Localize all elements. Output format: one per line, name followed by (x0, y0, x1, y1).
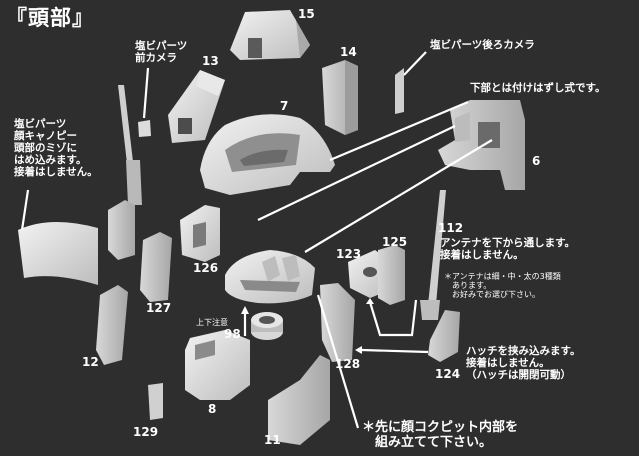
label-part-7: 7 (280, 99, 289, 113)
note-cockpit: ＊先に顔コクピット内部を 組み立てて下さい。 (362, 420, 519, 450)
part-6 (438, 100, 525, 190)
note-hatch: ハッチを挟み込みます。 接着はしません。 （ハッチは開閉可動） (466, 345, 581, 382)
label-part-8: 8 (208, 402, 217, 416)
note-rear-camera: 塩ビパーツ後ろカメラ (430, 39, 535, 51)
part-112-base (420, 300, 440, 320)
part-129 (148, 383, 163, 420)
leader-lines (20, 51, 493, 429)
label-part-15: 15 (298, 7, 315, 21)
label-part-6: 6 (532, 154, 541, 168)
part-127 (140, 232, 172, 302)
label-part-125: 125 (382, 235, 408, 249)
page-title: 『頭部』 (6, 6, 94, 30)
note-front-camera: 塩ビパーツ 前カメラ (135, 40, 188, 65)
label-part-13: 13 (202, 54, 219, 68)
part-11 (268, 355, 330, 445)
rear-camera-part (395, 68, 404, 114)
arrow-heads (241, 298, 374, 354)
part-14 (322, 60, 358, 135)
label-part-98: 98 (224, 327, 241, 341)
note-antenna-types: ＊アンテナは細・中・太の3種類 あります。 お好みでお選び下さい。 (444, 272, 561, 300)
part-124 (428, 310, 460, 362)
part-126 (180, 205, 220, 262)
part-7 (200, 114, 335, 195)
note-canopy: 塩ビパーツ 顔キャノピー 頭部のミゾに はめ込みます。 接着はしません。 (14, 118, 98, 179)
front-camera-part (138, 120, 151, 137)
label-part-129: 129 (133, 425, 159, 439)
label-part-14: 14 (340, 45, 357, 59)
part-98 (251, 312, 283, 340)
part-12 (96, 285, 128, 365)
label-part-124: 124 (435, 367, 461, 381)
label-part-126: 126 (193, 261, 219, 275)
part-15 (230, 10, 310, 60)
canopy-part (18, 221, 98, 285)
note-detachable: 下部とは付けはずし式です。 (470, 82, 606, 94)
part-13 (168, 70, 225, 143)
label-part-112: 112 (438, 221, 464, 235)
label-part-128: 128 (335, 357, 361, 371)
part-8 (185, 330, 250, 400)
label-part-12: 12 (82, 355, 99, 369)
antenna-left-part (118, 85, 142, 205)
label-part-123: 123 (336, 247, 362, 261)
part-125 (378, 245, 405, 305)
part-112-antenna (428, 190, 446, 305)
cockpit-base-part (225, 250, 315, 304)
label-part-127: 127 (146, 301, 172, 315)
note-up-down: 上下注意 (196, 318, 228, 327)
note-antenna: アンテナを下から通します。 接着はしません。 (440, 237, 576, 262)
part-128 (320, 283, 355, 362)
small-block-part (108, 200, 135, 260)
label-part-11: 11 (264, 433, 281, 447)
